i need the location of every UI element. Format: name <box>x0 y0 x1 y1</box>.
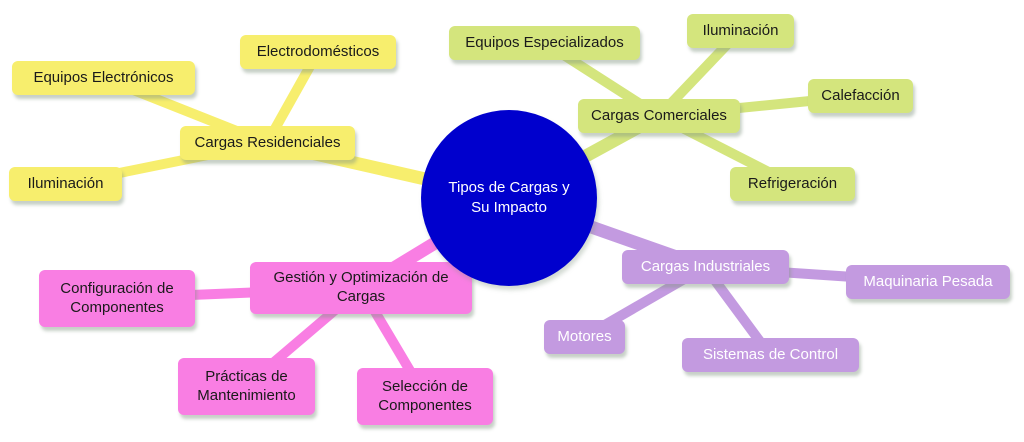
node-seleccion-componentes: Selección de Componentes <box>357 368 493 425</box>
node-equipos-especializados: Equipos Especializados <box>449 26 640 60</box>
node-iluminacion-comercial: Iluminación <box>687 14 794 48</box>
node-motores: Motores <box>544 320 625 354</box>
node-equipos-electronicos: Equipos Electrónicos <box>12 61 195 95</box>
node-cargas-residenciales: Cargas Residenciales <box>180 126 355 160</box>
node-root-tipos-de-cargas: Tipos de Cargas y Su Impacto <box>421 110 597 286</box>
node-sistemas-de-control: Sistemas de Control <box>682 338 859 372</box>
node-gestion-optimizacion: Gestión y Optimización de Cargas <box>250 262 472 314</box>
node-iluminacion-residencial: Iluminación <box>9 167 122 201</box>
node-refrigeracion: Refrigeración <box>730 167 855 201</box>
node-electrodomesticos: Electrodomésticos <box>240 35 396 69</box>
node-cargas-comerciales: Cargas Comerciales <box>578 99 740 133</box>
node-cargas-industriales: Cargas Industriales <box>622 250 789 284</box>
node-calefaccion: Calefacción <box>808 79 913 113</box>
node-practicas-mantenimiento: Prácticas de Mantenimiento <box>178 358 315 415</box>
node-configuracion-componentes: Configuración de Componentes <box>39 270 195 327</box>
node-maquinaria-pesada: Maquinaria Pesada <box>846 265 1010 299</box>
